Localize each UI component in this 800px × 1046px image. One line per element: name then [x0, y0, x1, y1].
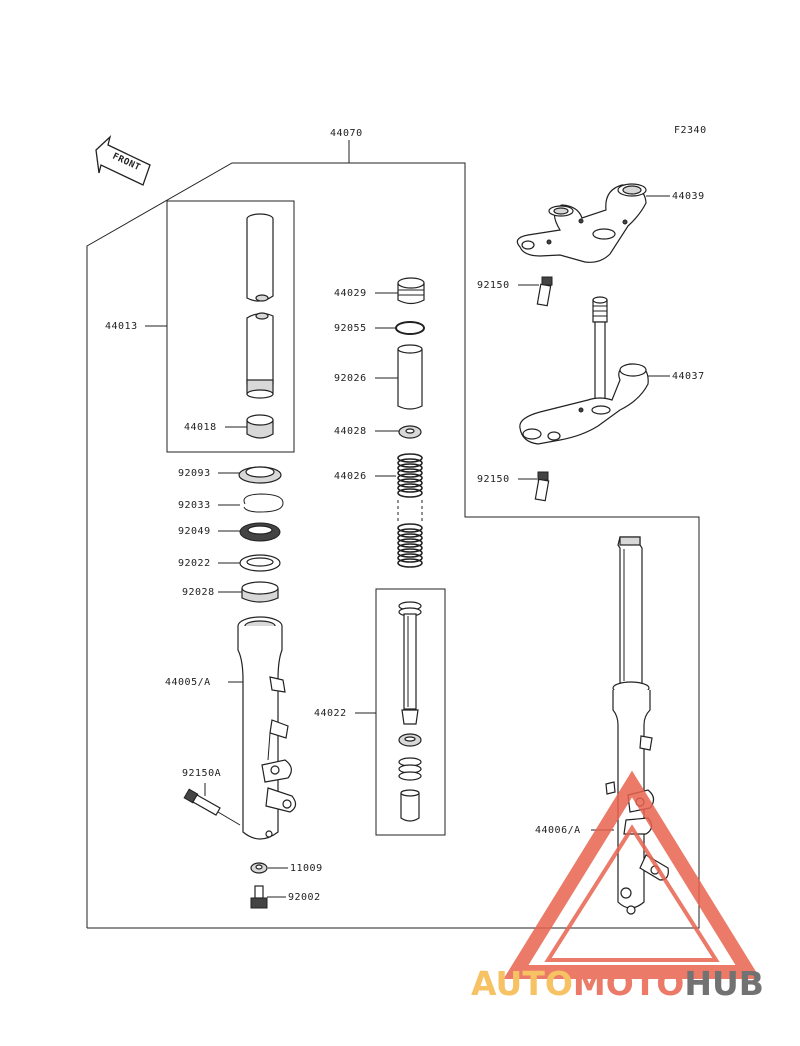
label-92002: 92002: [288, 892, 321, 903]
label-44005-A: 44005/A: [165, 677, 211, 688]
outer-tube-right: [605, 536, 669, 915]
label-44028: 44028: [334, 426, 367, 437]
bolt-92150-bottom: [534, 471, 550, 502]
watermark-triangle-icon: [503, 770, 761, 979]
bolt-92150A: [183, 788, 221, 816]
cylinder-44022: [398, 601, 422, 822]
label-92150-top: 92150: [477, 280, 510, 291]
label-92150A: 92150A: [182, 768, 221, 779]
cylinder-group-box: [375, 588, 446, 836]
spacer-92026: [397, 344, 423, 410]
drain-bolt-92002: [250, 885, 268, 909]
figure-code: F2340: [674, 125, 707, 136]
washer-92022: [239, 554, 281, 572]
inner-tube: [246, 213, 274, 399]
label-44037: 44037: [672, 371, 705, 382]
label-92093: 92093: [178, 468, 211, 479]
label-92022: 92022: [178, 558, 211, 569]
label-11009: 11009: [290, 863, 323, 874]
label-44026: 44026: [334, 471, 367, 482]
label-44018: 44018: [184, 422, 217, 433]
label-92055: 92055: [334, 323, 367, 334]
label-44013: 44013: [105, 321, 138, 332]
label-92026: 92026: [334, 373, 367, 384]
label-44006-A: 44006/A: [535, 825, 581, 836]
label-92150-bottom: 92150: [477, 474, 510, 485]
gasket-11009: [250, 862, 268, 874]
watermark-auto: AUTOMOTOHUB: [471, 964, 764, 1003]
bolt-92150-top: [536, 276, 553, 307]
circlip-92033: [243, 493, 284, 513]
spring-44026: [397, 453, 423, 568]
steering-stem-44037: [519, 296, 649, 445]
label-44039: 44039: [672, 191, 705, 202]
upper-tube-group-box: [166, 200, 295, 453]
upper-bracket-44039: [516, 183, 647, 263]
collar-44028: [398, 425, 422, 439]
label-92033: 92033: [178, 500, 211, 511]
label-44070: 44070: [330, 128, 363, 139]
label-44029: 44029: [334, 288, 367, 299]
label-44022: 44022: [314, 708, 347, 719]
label-92049: 92049: [178, 526, 211, 537]
watermark-logo: AUTOMOTOHUB: [471, 770, 764, 1003]
cap-44029: [397, 277, 425, 305]
assembly-outline: [86, 140, 700, 929]
outer-tube-left: [237, 616, 297, 840]
label-92028: 92028: [182, 587, 215, 598]
seal-92093: [238, 466, 282, 484]
oil-seal-92049: [239, 522, 281, 542]
bushing-92028: [241, 581, 279, 603]
oring-92055: [395, 321, 425, 335]
bushing-44018: [246, 414, 274, 439]
front-arrow-icon: FRONT: [95, 135, 151, 186]
